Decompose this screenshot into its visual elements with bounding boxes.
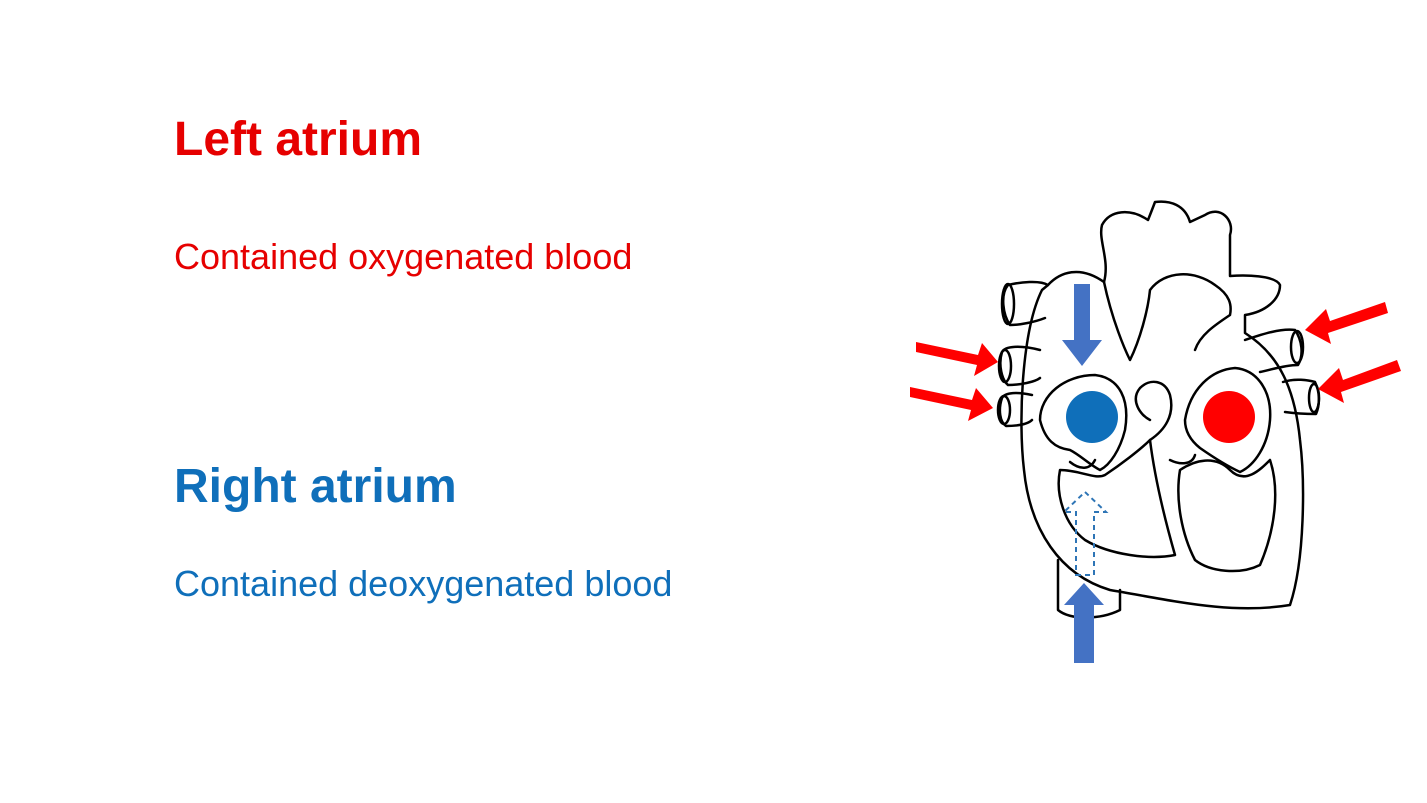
vessel-left-upper [999, 345, 1042, 387]
red-arrow-left-upper [916, 342, 998, 376]
left-atrium-blood-dot [1203, 391, 1255, 443]
blue-arrow-up-bottom [1064, 583, 1104, 663]
vessel-opening-top [1000, 282, 1016, 326]
right-atrium-chamber [1038, 373, 1128, 472]
vessel-opening-left-lower [996, 394, 1012, 426]
left-atrium-title: Left atrium [174, 113, 423, 166]
septum [1134, 380, 1173, 442]
dashed-arrow-up [1061, 490, 1109, 576]
red-arrow-right-lower [1318, 360, 1401, 403]
superior-vena-cava [1002, 280, 1050, 327]
vessel-opening-right-upper [1289, 329, 1305, 365]
right-atrium-description: Contained deoxygenated blood [174, 563, 673, 604]
red-arrow-left-lower [910, 387, 993, 421]
heart-outline [1020, 200, 1305, 610]
right-atrium-title: Right atrium [174, 460, 457, 513]
left-atrium-chamber [1183, 366, 1272, 474]
vessel-left-lower [998, 391, 1034, 428]
valve-left [1168, 453, 1197, 465]
left-atrium-description: Contained oxygenated blood [174, 236, 633, 277]
vessel-opening-right-lower [1307, 382, 1321, 414]
blue-arrow-down-top [1062, 284, 1102, 366]
vessel-opening-left-upper [997, 348, 1013, 384]
right-atrium-blood-dot [1066, 391, 1118, 443]
aortic-arch-inner [1102, 273, 1232, 362]
red-arrow-right-upper [1305, 302, 1388, 344]
left-ventricle-chamber [1177, 458, 1277, 573]
vessel-right-upper [1243, 328, 1303, 374]
valve-right [1068, 458, 1097, 469]
